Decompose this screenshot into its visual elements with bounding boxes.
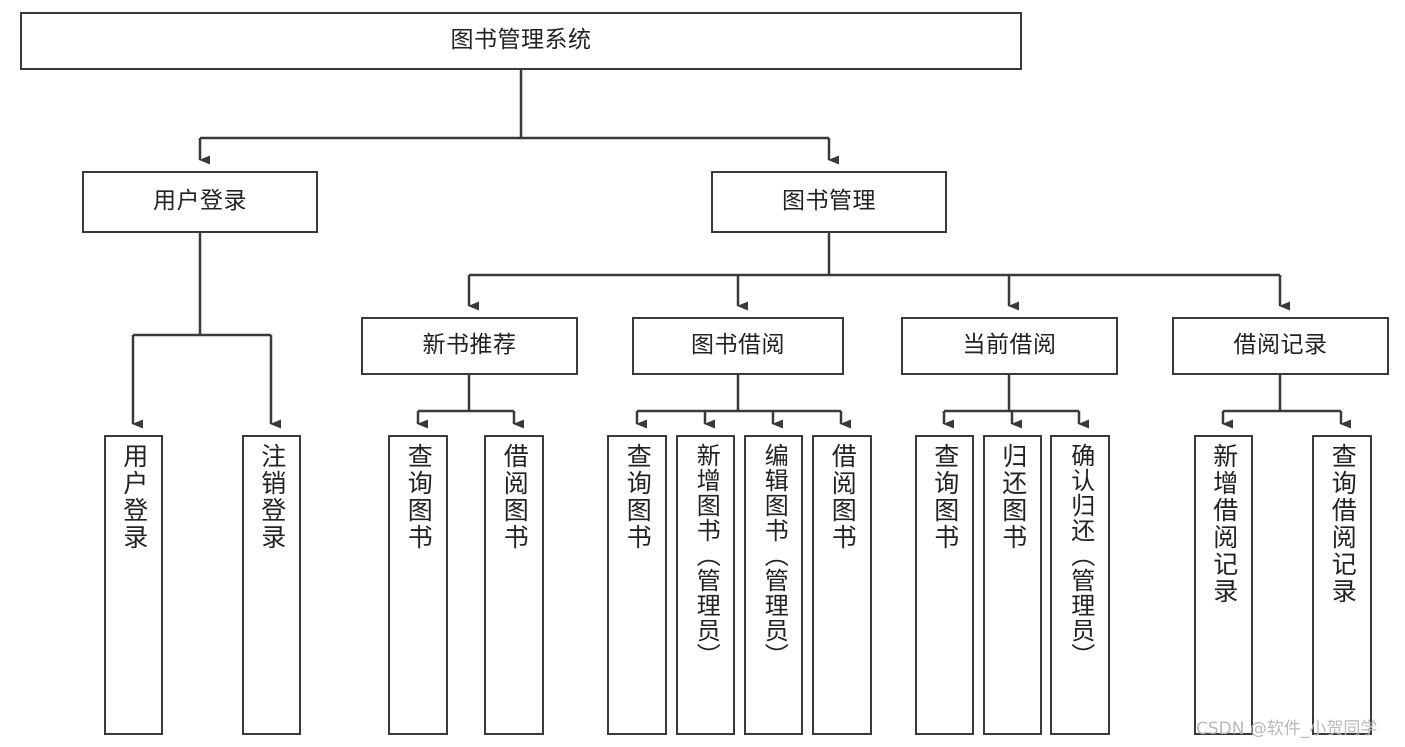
leaf-user-login[interactable]: 用户登录 bbox=[104, 435, 163, 735]
node-label: 借阅记录 bbox=[1233, 332, 1328, 359]
leaf-edit-book-admin[interactable]: 编辑图书（管理员） bbox=[744, 435, 803, 735]
node-label: 查询图书 bbox=[623, 443, 653, 551]
node-label: 用户登录 bbox=[153, 188, 247, 215]
leaf-add-borrow-record[interactable]: 新增借阅记录 bbox=[1194, 435, 1253, 735]
node-label: 新书推荐 bbox=[422, 332, 517, 359]
node-label: 图书管理系统 bbox=[450, 27, 592, 54]
node-book-borrow[interactable]: 图书借阅 bbox=[632, 317, 844, 375]
node-label: 归还图书 bbox=[998, 443, 1028, 551]
leaf-return-book[interactable]: 归还图书 bbox=[983, 435, 1042, 735]
node-label: 图书借阅 bbox=[691, 332, 785, 359]
leaf-add-book-admin[interactable]: 新增图书（管理员） bbox=[676, 435, 735, 735]
node-label: 新增借阅记录 bbox=[1209, 443, 1239, 605]
node-root-book-management-system[interactable]: 图书管理系统 bbox=[20, 12, 1022, 70]
leaf-logout-login[interactable]: 注销登录 bbox=[242, 435, 301, 735]
node-label: 图书管理 bbox=[782, 188, 876, 215]
node-current-borrow[interactable]: 当前借阅 bbox=[901, 317, 1118, 375]
node-user-login[interactable]: 用户登录 bbox=[82, 171, 318, 233]
node-label: 注销登录 bbox=[257, 443, 287, 551]
node-book-management[interactable]: 图书管理 bbox=[711, 171, 947, 233]
leaf-query-book-new-book[interactable]: 查询图书 bbox=[388, 435, 448, 735]
leaf-borrow-book-new-book[interactable]: 借阅图书 bbox=[484, 435, 544, 735]
node-borrow-record[interactable]: 借阅记录 bbox=[1172, 317, 1389, 375]
leaf-query-book-current[interactable]: 查询图书 bbox=[915, 435, 974, 735]
csdn-watermark: CSDN @软件_小贺同学 bbox=[1196, 719, 1378, 739]
node-label: 查询图书 bbox=[404, 443, 434, 551]
leaf-confirm-return-admin[interactable]: 确认归还（管理员） bbox=[1050, 435, 1110, 735]
leaf-borrow-book-borrow[interactable]: 借阅图书 bbox=[812, 435, 872, 735]
node-new-book-recommend[interactable]: 新书推荐 bbox=[361, 317, 578, 375]
node-label: 查询借阅记录 bbox=[1328, 443, 1358, 605]
node-label: 借阅图书 bbox=[828, 443, 858, 551]
node-label: 用户登录 bbox=[119, 443, 149, 551]
leaf-query-borrow-record[interactable]: 查询借阅记录 bbox=[1312, 435, 1372, 735]
node-label: 借阅图书 bbox=[500, 443, 530, 551]
node-label: 查询图书 bbox=[930, 443, 960, 551]
node-label: 新增图书（管理员） bbox=[692, 443, 721, 668]
leaf-query-book-borrow[interactable]: 查询图书 bbox=[607, 435, 667, 735]
node-label: 确认归还（管理员） bbox=[1066, 443, 1095, 668]
node-label: 当前借阅 bbox=[962, 332, 1057, 359]
node-label: 编辑图书（管理员） bbox=[760, 443, 789, 668]
